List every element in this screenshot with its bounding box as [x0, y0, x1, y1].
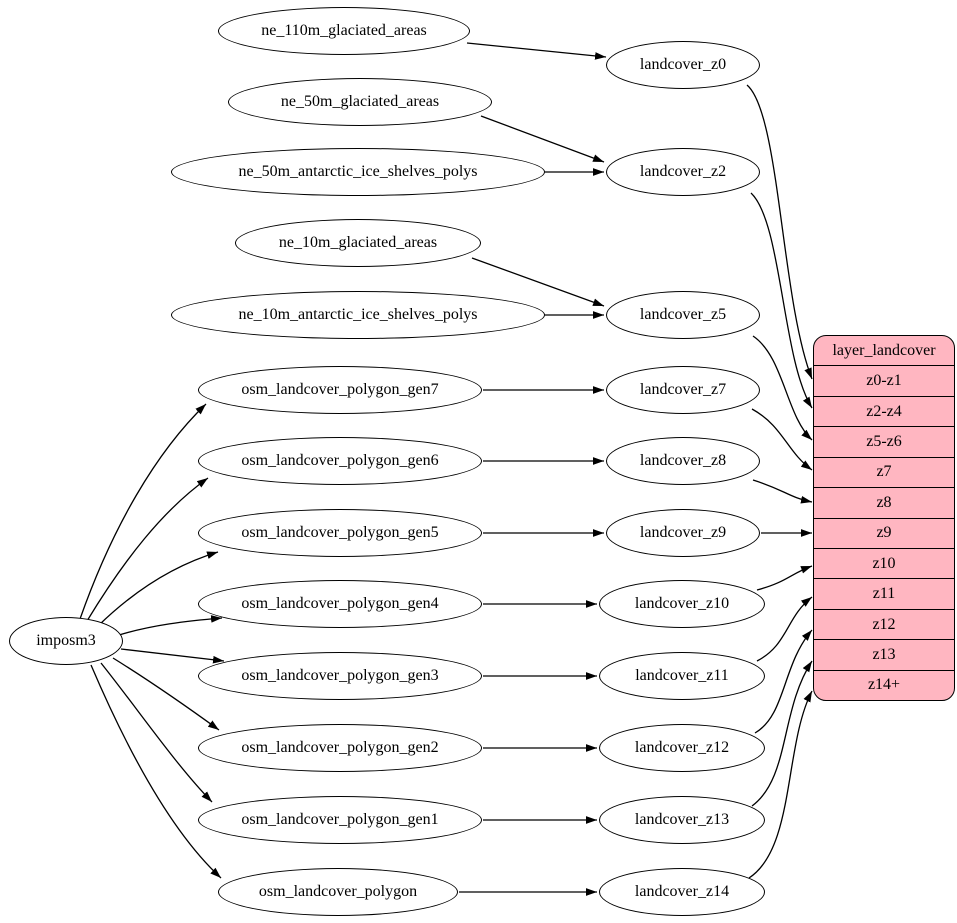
node-label: landcover_z12	[634, 739, 730, 756]
edge-z8-row	[752, 479, 813, 504]
node-landcover-z8: landcover_z8	[606, 437, 760, 485]
record-row-z2-z4: z2-z4	[814, 395, 954, 426]
record-title: layer_landcover	[832, 341, 936, 359]
edge-imposm3-gen3	[120, 648, 225, 664]
node-label: landcover_z14	[634, 883, 730, 900]
node-osm-landcover-polygon-gen7: osm_landcover_polygon_gen7	[198, 366, 482, 414]
record-row-z7: z7	[814, 456, 954, 487]
edge-z14-row	[748, 690, 813, 879]
edge-z11-row	[756, 596, 813, 662]
node-label: landcover_z8	[639, 452, 727, 469]
edge-z10-row	[756, 565, 813, 591]
node-landcover-z7: landcover_z7	[606, 366, 760, 414]
edge-imposm3-gen5	[97, 551, 219, 627]
node-label: osm_landcover_polygon_gen5	[241, 524, 439, 541]
node-landcover-z0: landcover_z0	[606, 41, 760, 89]
node-label: osm_landcover_polygon_gen1	[241, 811, 439, 828]
edge-ne10m-glac-z5	[471, 257, 605, 307]
record-row-z0-z1: z0-z1	[814, 365, 954, 395]
edge-imposm3-gen4	[118, 615, 223, 636]
edge-imposm3-gen6	[86, 477, 209, 622]
record-row-z12: z12	[814, 608, 954, 639]
node-landcover-z10: landcover_z10	[599, 580, 765, 628]
edge-imposm3-polygon	[90, 664, 222, 879]
record-row-z13: z13	[814, 639, 954, 669]
node-landcover-z2: landcover_z2	[606, 148, 760, 196]
node-osm-landcover-polygon-gen3: osm_landcover_polygon_gen3	[198, 652, 482, 700]
record-row-z11: z11	[814, 578, 954, 608]
node-osm-landcover-polygon-gen5: osm_landcover_polygon_gen5	[198, 509, 482, 557]
node-label: landcover_z13	[634, 811, 730, 828]
node-label: landcover_z9	[639, 524, 727, 541]
edge-z0-row	[746, 84, 813, 380]
node-ne-110m-glaciated-areas: ne_110m_glaciated_areas	[218, 7, 470, 55]
node-landcover-z12: landcover_z12	[599, 724, 765, 772]
record-row-z9: z9	[814, 517, 954, 548]
node-label: landcover_z11	[635, 667, 729, 684]
node-label: ne_10m_glaciated_areas	[278, 234, 438, 251]
node-landcover-z5: landcover_z5	[606, 291, 760, 339]
edge-z12-row	[754, 629, 813, 734]
edge-imposm3-gen2	[112, 657, 220, 731]
node-label: imposm3	[36, 632, 96, 649]
node-osm-landcover-polygon-gen4: osm_landcover_polygon_gen4	[198, 580, 482, 628]
record-row-z8: z8	[814, 487, 954, 517]
record-row-z5-z6: z5-z6	[814, 426, 954, 456]
node-label: osm_landcover_polygon_gen3	[241, 667, 439, 684]
node-label: landcover_z7	[639, 381, 727, 398]
node-label: osm_landcover_polygon_gen6	[241, 452, 439, 469]
node-ne-10m-glaciated-areas: ne_10m_glaciated_areas	[235, 219, 481, 267]
edge-imposm3-gen1	[100, 662, 213, 803]
node-label: ne_110m_glaciated_areas	[261, 22, 427, 39]
edge-z5-row	[752, 335, 813, 441]
edge-z13-row	[751, 660, 813, 807]
node-ne-50m-glaciated-areas: ne_50m_glaciated_areas	[228, 78, 492, 126]
node-osm-landcover-polygon-gen1: osm_landcover_polygon_gen1	[198, 796, 482, 844]
node-label: landcover_z5	[639, 306, 727, 323]
node-imposm3: imposm3	[9, 617, 123, 665]
node-landcover-z9: landcover_z9	[606, 509, 760, 557]
node-label: osm_landcover_polygon	[258, 883, 418, 900]
node-label: ne_10m_antarctic_ice_shelves_polys	[238, 306, 478, 323]
node-label: ne_50m_antarctic_ice_shelves_polys	[238, 163, 478, 180]
edge-ne50m-glac-z2	[480, 115, 605, 163]
node-ne-10m-antarctic-ice-shelves-polys: ne_10m_antarctic_ice_shelves_polys	[171, 291, 545, 339]
edge-imposm3-gen7	[79, 403, 207, 620]
record-layer-landcover: layer_landcover z0-z1 z2-z4 z5-z6 z7 z8 …	[813, 335, 955, 701]
node-label: landcover_z10	[634, 595, 730, 612]
edge-z2-row	[750, 192, 813, 409]
node-landcover-z14: landcover_z14	[599, 868, 765, 916]
node-osm-landcover-polygon-gen2: osm_landcover_polygon_gen2	[198, 724, 482, 772]
node-osm-landcover-polygon-gen6: osm_landcover_polygon_gen6	[198, 437, 482, 485]
record-row-z14: z14+	[814, 669, 954, 700]
node-landcover-z13: landcover_z13	[599, 796, 765, 844]
edge-ne110m-z0	[466, 42, 607, 60]
node-label: osm_landcover_polygon_gen4	[241, 595, 439, 612]
edge-z7-row	[751, 408, 813, 471]
node-label: landcover_z2	[639, 163, 727, 180]
node-label: osm_landcover_polygon_gen2	[241, 739, 439, 756]
node-osm-landcover-polygon: osm_landcover_polygon	[218, 868, 458, 916]
node-label: osm_landcover_polygon_gen7	[241, 381, 439, 398]
node-landcover-z11: landcover_z11	[599, 652, 765, 700]
node-label: ne_50m_glaciated_areas	[280, 93, 440, 110]
node-ne-50m-antarctic-ice-shelves-polys: ne_50m_antarctic_ice_shelves_polys	[171, 148, 545, 196]
node-label: landcover_z0	[639, 56, 727, 73]
record-row-z10: z10	[814, 547, 954, 578]
